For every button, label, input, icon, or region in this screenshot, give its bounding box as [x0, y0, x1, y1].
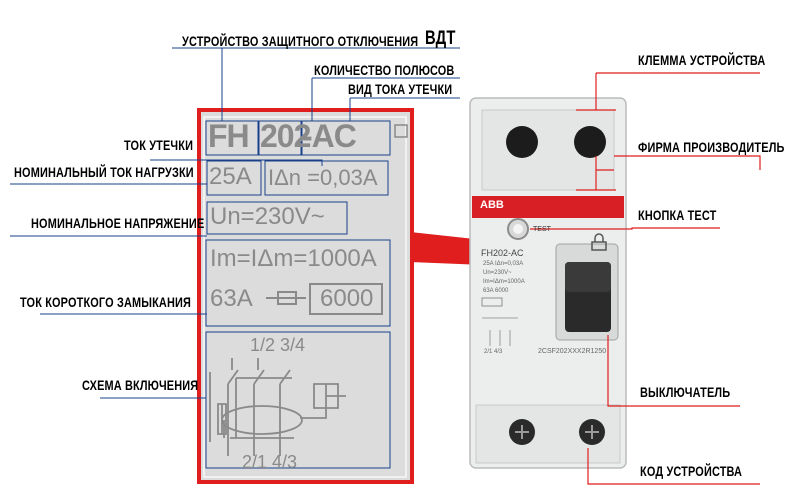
leader-lines [10, 47, 460, 399]
label-wiring: СХЕМА ВКЛЮЧЕНИЯ [82, 377, 199, 393]
label-leak-current: ТОК УТЕЧКИ [124, 137, 194, 153]
label-rated-load: НОМИНАЛЬНЫЙ ТОК НАГРУЗКИ [14, 164, 194, 180]
label-code: КОД УСТРОЙСТВА [640, 463, 743, 479]
plate-icn: 6000 [320, 285, 374, 312]
label-test-button: КНОПКА ТЕСТ [638, 207, 717, 223]
label-poles: КОЛИЧЕСТВО ПОЛЮСОВ [314, 62, 455, 78]
zoom-funnel [410, 232, 484, 265]
terminal-top-right [574, 126, 606, 158]
plate-leak-current: IΔn =0,03A [268, 165, 378, 190]
nameplate-zoom [197, 108, 414, 484]
plate-model-poles: 202 [260, 118, 311, 154]
brand-band [472, 196, 624, 218]
plate-model-fh: FH [208, 118, 250, 154]
label-terminal: КЛЕММА УСТРОЙСТВА [638, 52, 766, 68]
label-rated-voltage: НОМИНАЛЬНОЕ НАПРЯЖЕНИЕ [31, 215, 205, 231]
device-bottom-terms: 2/1 4/3 [484, 349, 503, 355]
label-switch: ВЫКЛЮЧАТЕЛЬ [640, 384, 731, 400]
plate-terminals-top: 1/2 3/4 [250, 335, 306, 355]
plate-rated-current: 25A [209, 163, 252, 190]
plate-im: Im=IΔm=1000A [210, 245, 377, 272]
terminal-top-left [506, 126, 538, 158]
plate-fuse: 63A [210, 285, 253, 312]
label-device-type: УСТРОЙСТВО ЗАЩИТНОГО ОТКЛЮЧЕНИЯ [182, 33, 419, 49]
label-leak-type: ВИД ТОКА УТЕЧКИ [348, 81, 453, 97]
lock-icon [591, 233, 607, 251]
device-test-text: TEST [533, 226, 551, 233]
device-line-2: Un=230V~ [483, 270, 512, 276]
plate-model-type: -AC [302, 118, 357, 154]
device-line-3: Im=IΔm=1000A [483, 279, 525, 285]
device-model: FH202-AC [481, 248, 524, 258]
device-code: 2CSF202XXX2R1250 [538, 348, 607, 355]
label-short-circuit: ТОК КОРОТКОГО ЗАМЫКАНИЯ [20, 294, 192, 310]
plate-voltage: Un=230V~ [210, 203, 325, 230]
label-manufacturer: ФИРМА ПРОИЗВОДИТЕЛЬ [638, 139, 785, 155]
device-line-4: 63A 6000 [483, 288, 509, 294]
plate-terminals-bottom: 2/1 4/3 [242, 452, 298, 472]
label-device-abbr: ВДТ [425, 28, 456, 49]
wiring-schematic [209, 358, 346, 456]
device-line-1: 25A IΔn=0,03A [483, 261, 524, 267]
device-brand: ABB [480, 199, 504, 211]
device-leaders [530, 72, 761, 485]
